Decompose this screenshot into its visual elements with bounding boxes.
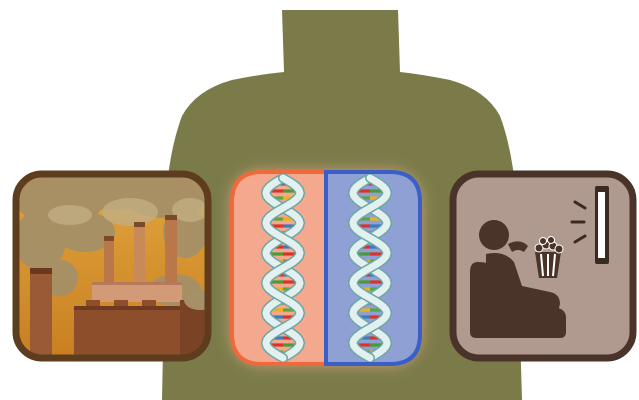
environment-panel bbox=[14, 166, 216, 360]
genetics-panel bbox=[232, 172, 420, 364]
factory-pollution-icon bbox=[14, 166, 216, 360]
lifestyle-panel bbox=[453, 174, 633, 358]
person-head-icon bbox=[479, 220, 509, 250]
